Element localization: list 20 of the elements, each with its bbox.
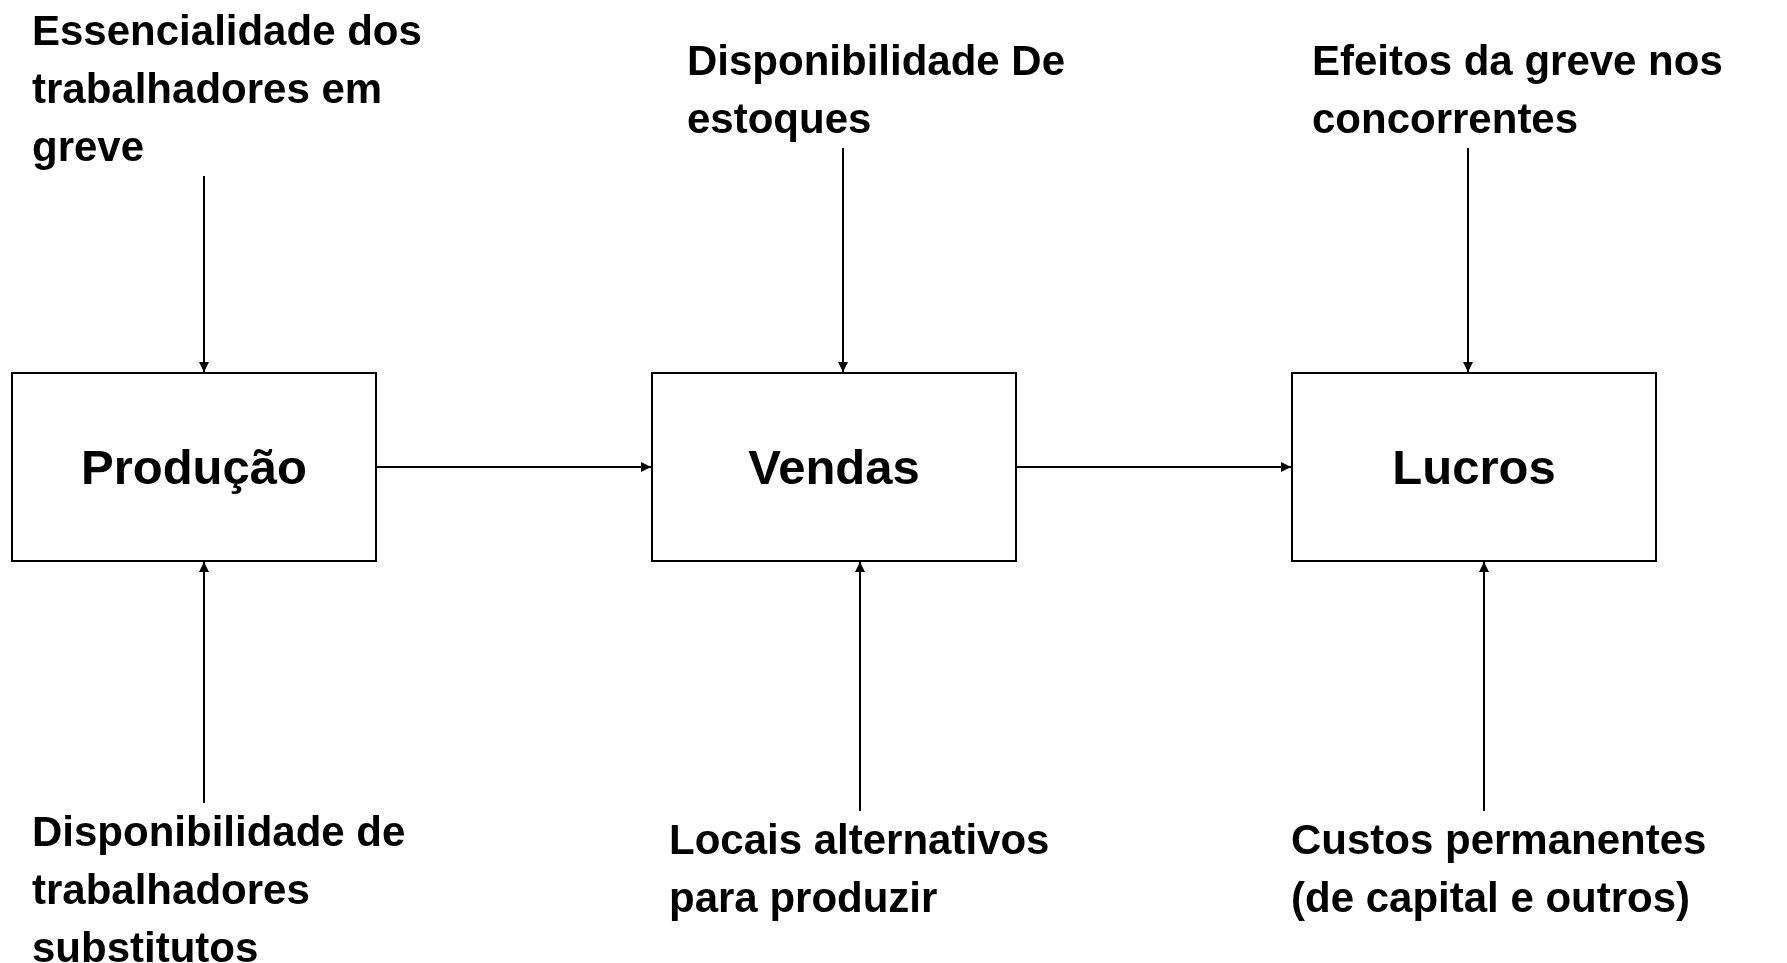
- factor-label: Custos permanentes (de capital e outros): [1291, 811, 1771, 927]
- arrow: [1479, 561, 1489, 812]
- arrow: [199, 561, 209, 804]
- process-box: [651, 372, 1017, 562]
- arrow: [376, 462, 652, 472]
- arrow: [1463, 147, 1473, 373]
- factor-label: Locais alternativos para produzir: [669, 811, 1129, 927]
- factor-label: Essencialidade dos trabalhadores em greve: [32, 2, 472, 176]
- box-label: Lucros: [1392, 439, 1556, 495]
- arrow: [855, 561, 865, 812]
- factor-label: Efeitos da greve nos concorrentes: [1312, 32, 1732, 148]
- process-box: [11, 372, 377, 562]
- arrow: [838, 147, 848, 373]
- factor-label: Disponibilidade de trabalhadores substitutos: [32, 803, 452, 963]
- arrow: [199, 175, 209, 373]
- process-box: [1291, 372, 1657, 562]
- box-label: Produção: [81, 439, 307, 495]
- arrow: [1016, 462, 1292, 472]
- box-label: Vendas: [748, 439, 920, 495]
- factor-label: Disponibilidade De estoques: [687, 32, 1067, 148]
